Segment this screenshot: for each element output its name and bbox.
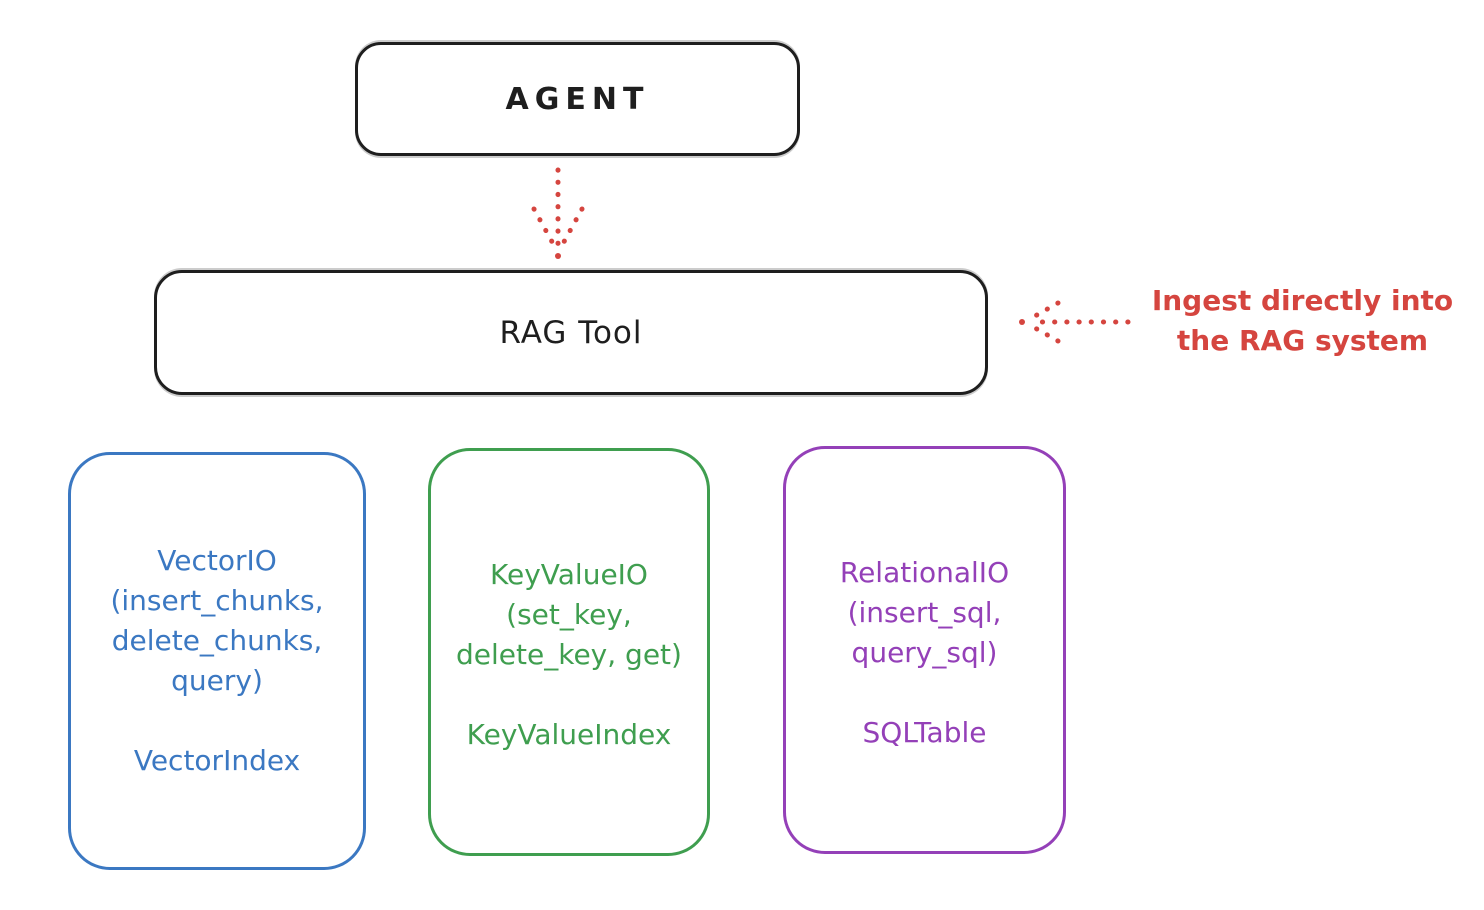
- dotted-arrow-left-icon: [1019, 300, 1131, 344]
- keyvalueio-methods-line2: delete_key, get): [456, 638, 682, 671]
- agent-label: AGENT: [505, 81, 650, 117]
- relationalio-node: RelationalIO (insert_sql, query_sql) SQL…: [783, 446, 1066, 854]
- spacer: [71, 701, 363, 741]
- ingest-annotation-line1: Ingest directly into: [1151, 284, 1454, 317]
- agent-node: AGENT: [355, 42, 800, 156]
- keyvalueio-methods-line1: (set_key,: [506, 598, 632, 631]
- vectorio-methods-line1: (insert_chunks,: [110, 584, 324, 617]
- vectorio-methods-line2: delete_chunks,: [111, 624, 323, 657]
- keyvalue-index-label: KeyValueIndex: [466, 718, 672, 751]
- keyvalueio-title: KeyValueIO: [490, 558, 648, 591]
- ingest-annotation-line2: the RAG system: [1176, 324, 1429, 357]
- sqltable-label: SQLTable: [862, 716, 987, 749]
- relationalio-title: RelationalIO: [839, 556, 1010, 589]
- vector-index-label: VectorIndex: [133, 744, 301, 777]
- vectorio-methods-line3: query): [171, 664, 263, 697]
- vectorio-node: VectorIO (insert_chunks, delete_chunks, …: [68, 452, 366, 870]
- keyvalueio-node: KeyValueIO (set_key, delete_key, get) Ke…: [428, 448, 710, 856]
- rag-tool-node: RAG Tool: [154, 270, 988, 395]
- spacer: [431, 675, 707, 715]
- vectorio-title: VectorIO: [157, 544, 277, 577]
- rag-tool-label: RAG Tool: [499, 314, 643, 351]
- ingest-annotation: Ingest directly into the RAG system: [1130, 281, 1475, 361]
- relationalio-methods-line1: (insert_sql,: [847, 596, 1002, 629]
- dotted-arrow-down-icon: [531, 167, 585, 259]
- spacer: [786, 673, 1063, 713]
- relationalio-methods-line2: query_sql): [851, 636, 998, 669]
